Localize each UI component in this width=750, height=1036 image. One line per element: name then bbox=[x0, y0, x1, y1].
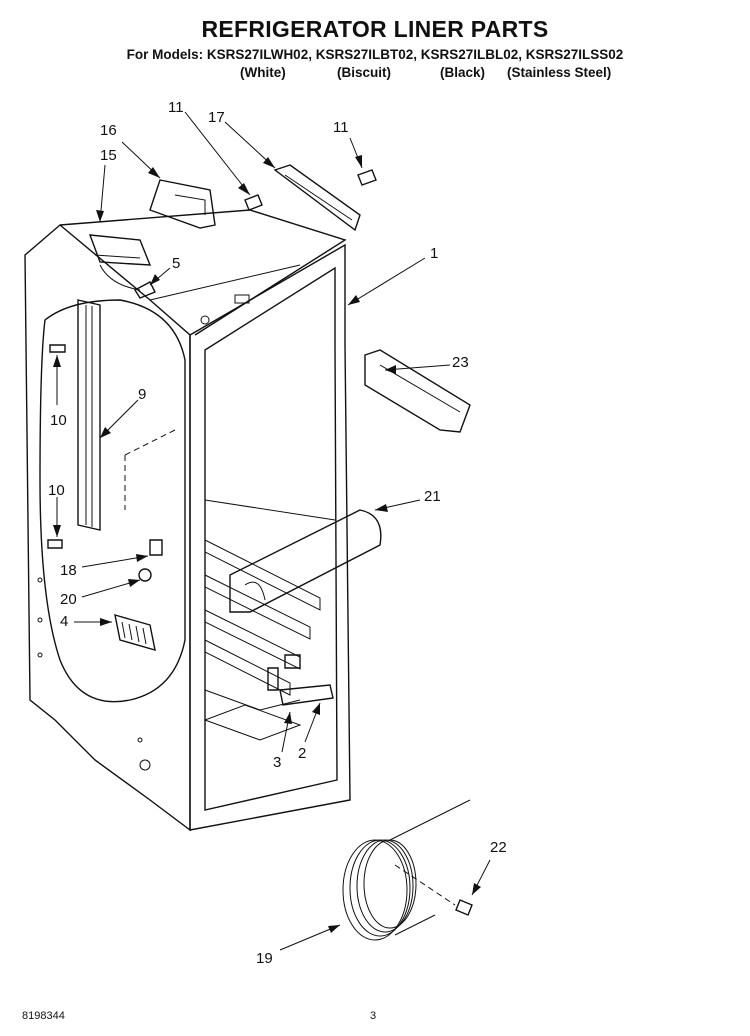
callout-23: 23 bbox=[452, 354, 469, 371]
callout-1: 1 bbox=[430, 245, 438, 262]
finish-black: (Black) bbox=[440, 65, 486, 80]
callout-20: 20 bbox=[60, 591, 77, 608]
callout-9: 9 bbox=[138, 386, 146, 403]
shelf-bracket bbox=[364, 349, 471, 433]
callout-10-lower: 10 bbox=[48, 482, 65, 499]
document-number: 8198344 bbox=[22, 1010, 65, 1022]
top-trim bbox=[273, 164, 361, 232]
grille bbox=[114, 614, 156, 651]
callout-21: 21 bbox=[424, 488, 441, 505]
page-number: 3 bbox=[370, 1010, 377, 1022]
model-list: For Models: KSRS27ILWH02, KSRS27ILBT02, … bbox=[126, 47, 624, 62]
callout-5: 5 bbox=[172, 255, 180, 272]
connector bbox=[134, 281, 156, 299]
finish-white: (White) bbox=[240, 65, 286, 80]
control-bracket bbox=[88, 179, 216, 291]
callout-17: 17 bbox=[208, 109, 225, 126]
callout-3: 3 bbox=[273, 754, 281, 771]
drain-part-3 bbox=[267, 667, 279, 691]
heater-coil bbox=[342, 799, 471, 941]
callout-22: 22 bbox=[490, 839, 507, 856]
callout-4: 4 bbox=[60, 613, 68, 630]
callout-19: 19 bbox=[256, 950, 273, 967]
screws bbox=[47, 169, 473, 916]
callout-18: 18 bbox=[60, 562, 77, 579]
liner-body bbox=[24, 209, 351, 832]
callout-15: 15 bbox=[100, 147, 117, 164]
callout-11-top: 11 bbox=[168, 99, 184, 116]
finish-stainless-steel: (Stainless Steel) bbox=[507, 65, 612, 80]
callout-10-upper: 10 bbox=[50, 412, 67, 429]
crisper-trim bbox=[229, 509, 382, 613]
callout-2: 2 bbox=[298, 745, 306, 762]
finish-biscuit: (Biscuit) bbox=[337, 65, 391, 80]
page-title: REFRIGERATOR LINER PARTS bbox=[201, 16, 549, 42]
shelf-track bbox=[77, 299, 101, 531]
callout-11-right: 11 bbox=[333, 119, 349, 136]
callout-16: 16 bbox=[100, 122, 117, 139]
light-assembly bbox=[124, 429, 176, 582]
drain-part-2 bbox=[279, 684, 334, 706]
leader-arrows bbox=[53, 111, 491, 951]
